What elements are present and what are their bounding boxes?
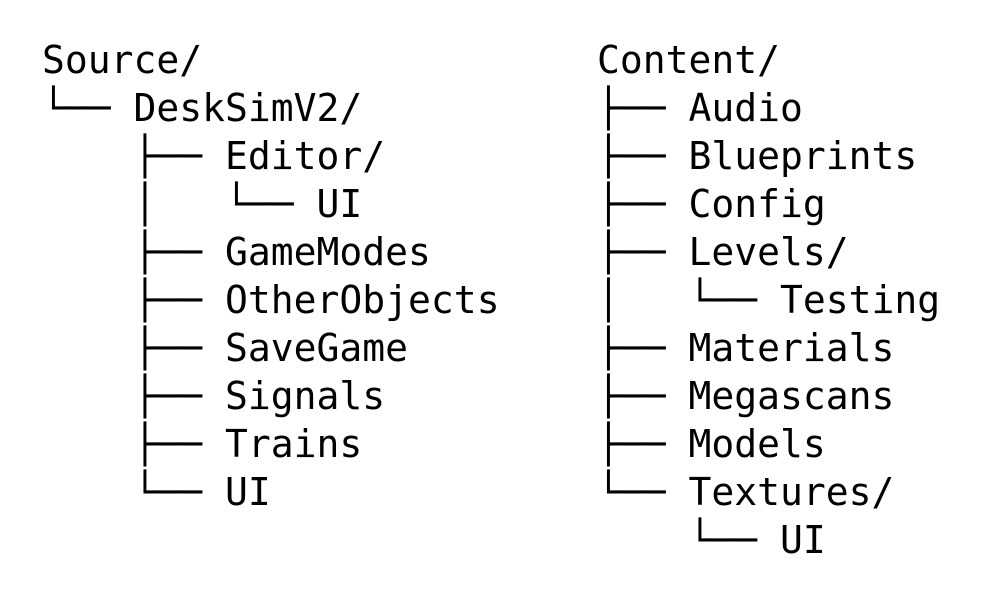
tree-row: ├── Editor/ [42, 132, 500, 180]
folder-label-levels: Levels/ [688, 230, 849, 274]
tree-branch: ├── [597, 86, 689, 130]
tree-branch: ├── [42, 422, 226, 466]
folder-label-testing: Testing [780, 278, 941, 322]
tree-branch: ├── [42, 230, 226, 274]
tree-branch: ├── [42, 326, 226, 370]
tree-row: ├── Blueprints [597, 132, 940, 180]
tree-row: │ └── UI [42, 180, 500, 228]
folder-label-source: Source/ [42, 38, 203, 82]
tree-row: ├── Levels/ [597, 228, 940, 276]
folder-label-audio: Audio [688, 86, 803, 130]
tree-branch: ├── [597, 230, 689, 274]
folder-label-blueprints: Blueprints [688, 134, 918, 178]
tree-branch: │ └── [42, 182, 317, 226]
tree-branch: ├── [597, 422, 689, 466]
tree-branch: ├── [597, 182, 689, 226]
tree-row: Source/ [42, 36, 500, 84]
tree-branch: ├── [597, 134, 689, 178]
tree-row: ├── Audio [597, 84, 940, 132]
tree-row: ├── Signals [42, 372, 500, 420]
tree-row: ├── Megascans [597, 372, 940, 420]
folder-label-editor: Editor/ [225, 134, 386, 178]
folder-label-textures-ui: UI [780, 518, 826, 562]
tree-branch: ├── [597, 326, 689, 370]
tree-branch: └── [597, 518, 781, 562]
tree-row: ├── Config [597, 180, 940, 228]
folder-label-otherobjects: OtherObjects [225, 278, 500, 322]
folder-label-content: Content/ [597, 38, 781, 82]
tree-branch: ├── [42, 374, 226, 418]
tree-row: └── UI [42, 468, 500, 516]
tree-row: │ └── Testing [597, 276, 940, 324]
content-tree: Content/├── Audio├── Blueprints├── Confi… [597, 36, 940, 564]
tree-row: ├── SaveGame [42, 324, 500, 372]
tree-row: ├── Materials [597, 324, 940, 372]
folder-label-desksimv2: DeskSimV2/ [133, 86, 363, 130]
folder-label-models: Models [688, 422, 826, 466]
folder-label-editor-ui: UI [316, 182, 363, 226]
folder-label-materials: Materials [688, 326, 895, 370]
tree-row: Content/ [597, 36, 940, 84]
folder-label-textures: Textures/ [688, 470, 895, 514]
folder-label-config: Config [688, 182, 826, 226]
tree-row: └── Textures/ [597, 468, 940, 516]
folder-label-megascans: Megascans [688, 374, 895, 418]
tree-branch: └── [597, 470, 689, 514]
tree-row: ├── OtherObjects [42, 276, 500, 324]
folder-label-gamemodes: GameModes [225, 230, 431, 274]
tree-branch: └── [42, 470, 226, 514]
source-tree: Source/└── DeskSimV2/ ├── Editor/ │ └── … [42, 36, 500, 516]
folder-label-trains: Trains [225, 422, 363, 466]
tree-row: ├── GameModes [42, 228, 500, 276]
tree-branch: │ └── [597, 278, 781, 322]
tree-row: └── DeskSimV2/ [42, 84, 500, 132]
tree-branch: ├── [42, 134, 226, 178]
tree-branch: ├── [597, 374, 689, 418]
tree-row: ├── Models [597, 420, 940, 468]
folder-label-ui: UI [225, 470, 271, 514]
tree-row: └── UI [597, 516, 940, 564]
folder-label-signals: Signals [225, 374, 386, 418]
folder-label-savegame: SaveGame [225, 326, 409, 370]
tree-branch: └── [42, 86, 134, 130]
tree-branch: ├── [42, 278, 226, 322]
tree-row: ├── Trains [42, 420, 500, 468]
